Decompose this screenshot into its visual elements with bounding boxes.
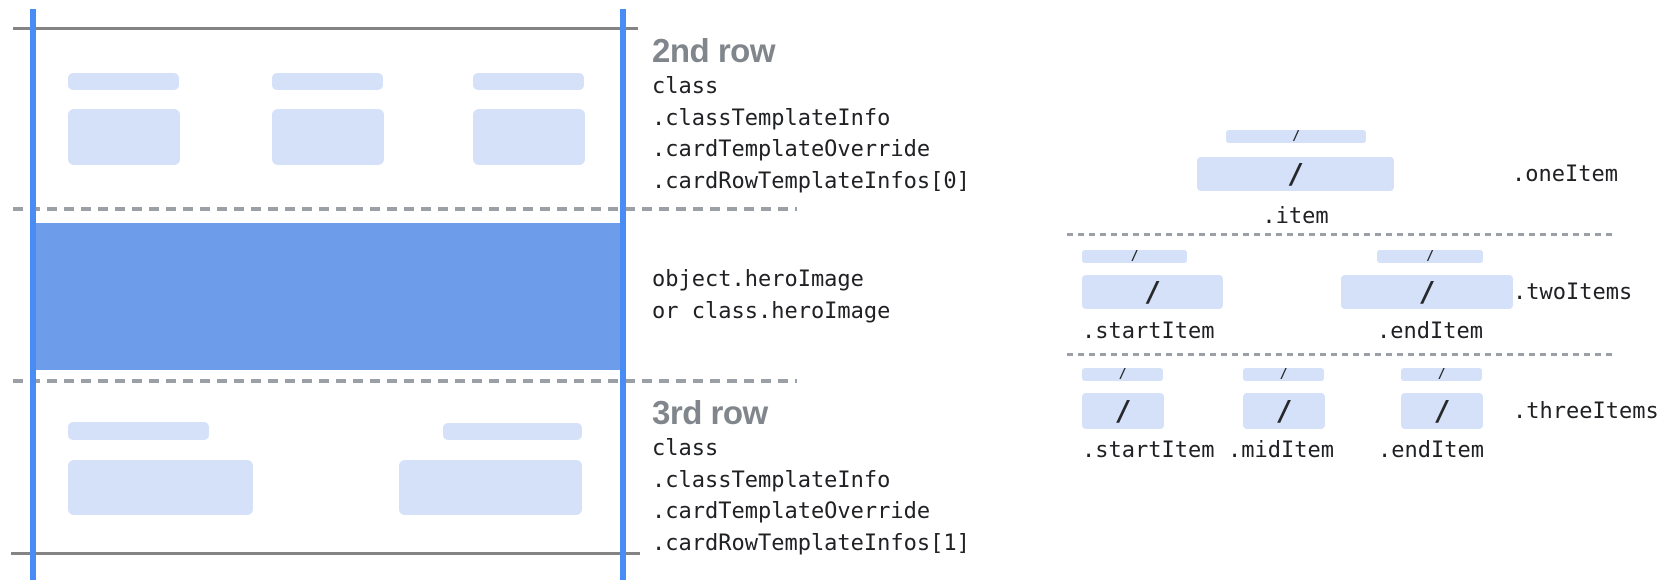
row3-start-value-placeholder (68, 460, 253, 515)
two-items-end-label-bar: / (1377, 250, 1483, 263)
three-items-mid-label-bar: / (1243, 368, 1324, 381)
slash-placeholder-icon: / (1275, 394, 1293, 427)
row3-code-line-2: .classTemplateInfo (652, 467, 891, 493)
one-item-field-label: .item (1262, 204, 1329, 229)
slash-placeholder-icon: / (1114, 394, 1132, 427)
row3-code-line-3: .cardTemplateOverride (652, 499, 931, 524)
two-items-start-field-label: .startItem (1082, 319, 1215, 344)
row2-code-line-4: .cardRowTemplateInfos[0] (652, 168, 970, 194)
slash-placeholder-icon: / (1130, 249, 1139, 264)
slash-placeholder-icon: / (1144, 275, 1161, 308)
row3-code-path: class .classTemplateInfo .cardTemplateOv… (652, 433, 970, 559)
slash-placeholder-icon: / (1118, 367, 1127, 382)
row2-heading: 2nd row (652, 32, 776, 69)
row2-code-line-2: .classTemplateInfo (652, 105, 891, 131)
one-item-value-bar: / (1197, 157, 1394, 191)
three-items-end-value-bar: / (1401, 393, 1483, 429)
row2-hero-dashed-divider (13, 207, 797, 211)
slash-placeholder-icon: / (1292, 129, 1300, 144)
hero-code-path: object.heroImage or class.heroImage (652, 264, 890, 327)
three-items-row-label: .threeItems (1513, 399, 1659, 424)
slash-placeholder-icon: / (1433, 394, 1451, 427)
one-item-row-label: .oneItem (1512, 162, 1618, 187)
card-top-boundary-line (13, 27, 638, 30)
hero-row3-dashed-divider (13, 379, 797, 383)
two-items-row-label: .twoItems (1513, 280, 1633, 305)
row3-code-line-1: class (652, 436, 719, 461)
one-item-label-bar: / (1226, 130, 1366, 143)
slash-placeholder-icon: / (1418, 275, 1436, 308)
three-items-end-field-label: .endItem (1378, 438, 1484, 463)
slash-placeholder-icon: / (1426, 249, 1434, 264)
row2-col2-label-placeholder (272, 73, 383, 90)
row3-start-label-placeholder (68, 422, 209, 440)
row2-col1-label-placeholder (68, 73, 179, 90)
hero-image-placeholder (36, 223, 620, 370)
hero-code-line-1: object.heroImage (652, 267, 864, 292)
three-items-start-label-bar: / (1082, 368, 1163, 381)
three-items-start-field-label: .startItem (1082, 438, 1215, 463)
two-items-end-value-bar: / (1341, 275, 1513, 309)
card-bottom-boundary-line (11, 552, 640, 555)
row2-col2-value-placeholder (272, 109, 384, 165)
slash-placeholder-icon: / (1279, 367, 1288, 382)
two-items-start-label-bar: / (1082, 250, 1187, 263)
row2-col3-label-placeholder (473, 73, 584, 90)
three-items-start-value-bar: / (1082, 393, 1164, 429)
row2-code-line-3: .cardTemplateOverride (652, 137, 931, 162)
row2-col3-value-placeholder (473, 109, 585, 165)
row2-code-line-1: class (652, 74, 719, 99)
two-three-dashed-divider (1067, 353, 1612, 356)
row3-end-label-placeholder (443, 423, 582, 440)
card-left-guide-line (30, 9, 36, 580)
row2-col1-value-placeholder (68, 109, 180, 165)
two-items-start-value-bar: / (1082, 275, 1223, 309)
card-right-guide-line (620, 9, 626, 580)
row2-code-path: class .classTemplateInfo .cardTemplateOv… (652, 71, 970, 197)
slash-placeholder-icon: / (1437, 367, 1446, 382)
row3-heading: 3rd row (652, 394, 768, 431)
three-items-mid-value-bar: / (1243, 393, 1325, 429)
one-two-dashed-divider (1067, 233, 1612, 236)
row3-code-line-4: .cardRowTemplateInfos[1] (652, 530, 970, 556)
row3-end-value-placeholder (399, 460, 582, 515)
three-items-end-label-bar: / (1401, 368, 1482, 381)
slash-placeholder-icon: / (1287, 157, 1304, 190)
three-items-mid-field-label: .midItem (1228, 438, 1334, 463)
hero-code-line-2: or class.heroImage (652, 298, 891, 324)
two-items-end-field-label: .endItem (1377, 319, 1483, 344)
